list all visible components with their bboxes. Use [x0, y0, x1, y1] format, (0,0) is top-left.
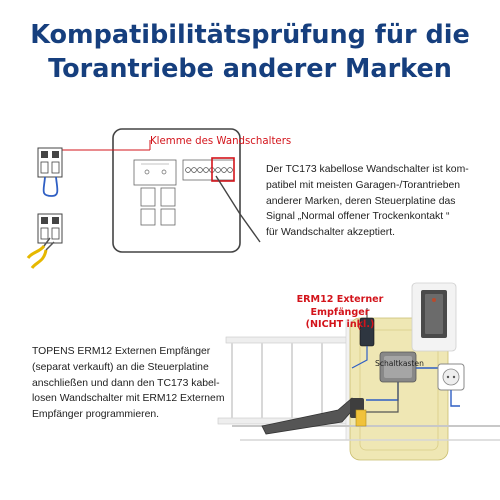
wall-switch-icon [411, 282, 457, 352]
description-top-line: patibel mit meisten Garagen-/Torantriebe… [266, 179, 461, 191]
wall-switch-terminal-label: Klemme des Wandschalters [150, 136, 292, 147]
title-line-1: Kompatibilitätsprüfung für die [30, 20, 470, 50]
description-bottom-line: losen Wandschalter mit ERM12 Externem [32, 393, 225, 405]
external-receiver-label: ERM12 Externer Empfänger (NICHT inkl.) [282, 294, 398, 332]
description-bottom: TOPENS ERM12 Externen Empfänger (separat… [32, 344, 225, 423]
wire-stripper-icon [26, 237, 55, 269]
power-socket-icon [437, 363, 465, 407]
description-top-line: Der TC173 kabellose Wandschalter ist kom… [266, 164, 469, 175]
page-title: Kompatibilitätsprüfung für die Torantrie… [0, 18, 500, 86]
description-bottom-line: Empfänger programmieren. [32, 409, 160, 421]
receiver-label-line-3: (NICHT inkl.) [305, 319, 375, 330]
description-top-line: Signal „Normal offener Trockenkontakt “ [266, 211, 450, 223]
description-bottom-line: (separat verkauft) an die Steuerplatine [32, 361, 209, 373]
control-board-icon [112, 128, 261, 253]
receiver-label-line-1: ERM12 Externer [296, 294, 384, 305]
junction-box-label: Schaltkasten [375, 359, 424, 368]
receiver-label-line-2: Empfänger [310, 306, 370, 318]
external-receiver-icon [351, 308, 375, 369]
description-top-line: für Wandschalter akzeptiert. [266, 227, 395, 239]
junction-box-icon [366, 351, 440, 413]
description-top: Der TC173 kabellose Wandschalter ist kom… [266, 162, 469, 241]
title-line-2: Torantriebe anderer Marken [48, 54, 452, 84]
description-top-line: anderer Marken, deren Steuerplatine das [266, 195, 456, 207]
terminal-block-icon [37, 147, 63, 197]
terminal-block-icon [37, 213, 63, 244]
gate-opener-icon [261, 397, 367, 435]
description-bottom-line: anschließen und dann den TC173 kabel- [32, 377, 220, 389]
description-bottom-line: TOPENS ERM12 Externen Empfänger [32, 346, 211, 357]
